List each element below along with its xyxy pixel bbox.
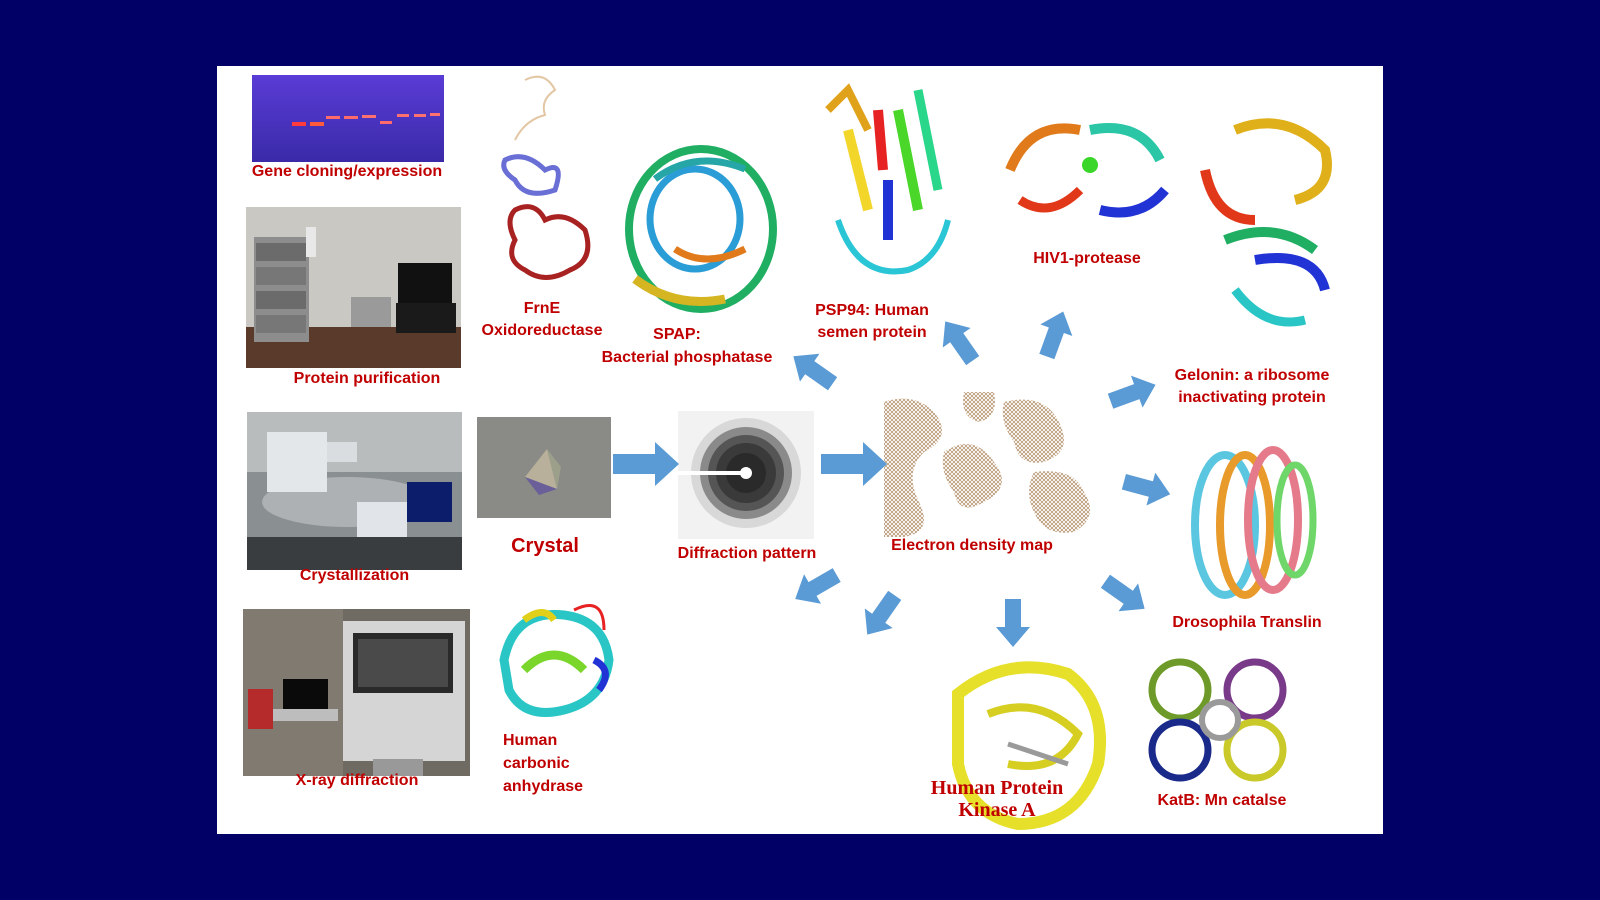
frne-structure-image bbox=[485, 70, 605, 290]
label-spap-line2: Bacterial phosphatase bbox=[601, 349, 773, 366]
crystal-image bbox=[477, 417, 611, 518]
label-spap-line1: SPAP: bbox=[653, 326, 701, 343]
katb-structure-image bbox=[1135, 650, 1310, 790]
label-gene-cloning: Gene cloning/expression bbox=[251, 163, 443, 180]
translin-structure-image bbox=[1185, 430, 1320, 615]
label-crystal: Crystal bbox=[511, 535, 579, 557]
chromatography-system-image bbox=[246, 207, 461, 368]
hca-structure-image bbox=[494, 600, 619, 735]
flow-arrow-icon bbox=[1039, 311, 1073, 360]
label-frne-line1: FrnE bbox=[523, 300, 561, 317]
label-electron-density-map: Electron density map bbox=[891, 537, 1053, 554]
label-frne-line2: Oxidoreductase bbox=[481, 322, 603, 339]
flow-arrow-icon bbox=[1121, 472, 1171, 506]
label-psp94-line2: semen protein bbox=[817, 324, 927, 341]
flow-arrow-icon bbox=[996, 599, 1030, 647]
flow-arrow-icon bbox=[793, 353, 838, 391]
label-psp94-line1: PSP94: Human bbox=[815, 302, 929, 319]
label-xray-diffraction: X-ray diffraction bbox=[295, 772, 419, 789]
label-translin: Drosophila Translin bbox=[1172, 614, 1322, 631]
pka-structure-image bbox=[948, 654, 1118, 834]
diffraction-pattern-image bbox=[678, 411, 814, 539]
label-katb: KatB: Mn catalse bbox=[1157, 792, 1287, 809]
xray-diffractometer-image bbox=[243, 609, 470, 776]
spap-structure-image bbox=[615, 139, 787, 321]
label-crystallization: Crystallization bbox=[299, 567, 410, 584]
label-hiv1: HIV1-protease bbox=[1033, 250, 1141, 267]
flow-arrow-icon bbox=[613, 442, 679, 486]
label-gelonin-line2: inactivating protein bbox=[1178, 389, 1326, 406]
flow-arrow-icon bbox=[821, 442, 887, 486]
label-gelonin-line1: Gelonin: a ribosome bbox=[1174, 367, 1330, 384]
psp94-structure-image bbox=[808, 70, 968, 295]
diagram-slide: Gene cloning/expression Protein purifica… bbox=[217, 66, 1383, 834]
flow-arrow-icon bbox=[795, 568, 841, 604]
label-diffraction-pattern: Diffraction pattern bbox=[677, 545, 817, 562]
label-hca-line1: Human bbox=[503, 732, 558, 749]
gel-electrophoresis-image bbox=[252, 75, 444, 162]
label-pka-line2: Kinase A bbox=[958, 799, 1036, 821]
label-hca-line2: carbonic bbox=[503, 755, 570, 772]
crystallization-robot-image bbox=[247, 412, 462, 570]
flow-arrow-icon bbox=[1100, 574, 1145, 612]
flow-arrow-icon bbox=[942, 321, 980, 366]
hiv1-protease-structure-image bbox=[1000, 110, 1172, 232]
gelonin-structure-image bbox=[1195, 110, 1345, 342]
electron-density-map-image bbox=[884, 392, 1100, 537]
label-hca-line3: anhydrase bbox=[503, 778, 584, 795]
flow-arrow-icon bbox=[1107, 375, 1156, 409]
label-protein-purification: Protein purification bbox=[293, 370, 441, 387]
label-pka-line1: Human Protein bbox=[930, 777, 1064, 799]
flow-arrow-icon bbox=[864, 590, 902, 635]
